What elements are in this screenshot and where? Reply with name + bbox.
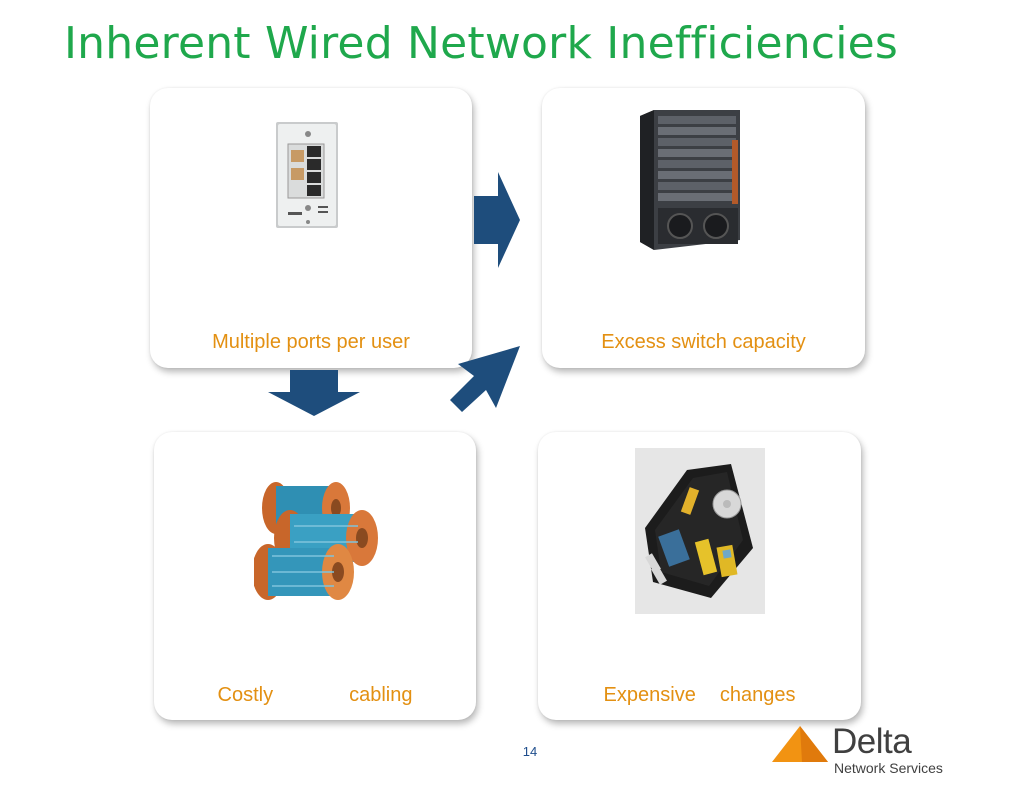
card-caption: Expensive changes — [538, 684, 861, 707]
wall-jack-image — [276, 122, 338, 228]
caption-word-expensive: Expensive — [603, 684, 696, 706]
card-costly-cabling: Costly cabling — [154, 432, 476, 720]
card-expensive-changes: Expensive changes — [538, 432, 861, 720]
logo-subtitle: Network Services — [834, 760, 943, 776]
page-number: 14 — [522, 744, 538, 759]
card-multiple-ports: Multiple ports per user — [150, 88, 472, 368]
tool-kit-image — [635, 448, 765, 614]
caption-word-costly: Costly — [217, 684, 274, 706]
arrow-right-icon — [474, 172, 520, 268]
logo-name: Delta — [832, 722, 912, 761]
caption-word-changes: changes — [719, 684, 796, 706]
cable-spools-image — [254, 476, 390, 602]
card-caption: Costly cabling — [154, 684, 476, 707]
card-caption: Excess switch capacity — [601, 331, 806, 353]
slide-title: Inherent Wired Network Inefficiencies — [64, 18, 899, 69]
arrow-diagonal-icon — [450, 346, 520, 412]
delta-logo: Delta Network Services — [772, 724, 972, 780]
arrow-down-icon — [268, 370, 360, 416]
card-excess-switch: Excess switch capacity — [542, 88, 865, 368]
caption-word-cabling: cabling — [349, 684, 413, 706]
orange-triangle-icon — [772, 726, 828, 762]
card-caption: Multiple ports per user — [212, 331, 410, 353]
network-switch-image — [640, 110, 740, 250]
